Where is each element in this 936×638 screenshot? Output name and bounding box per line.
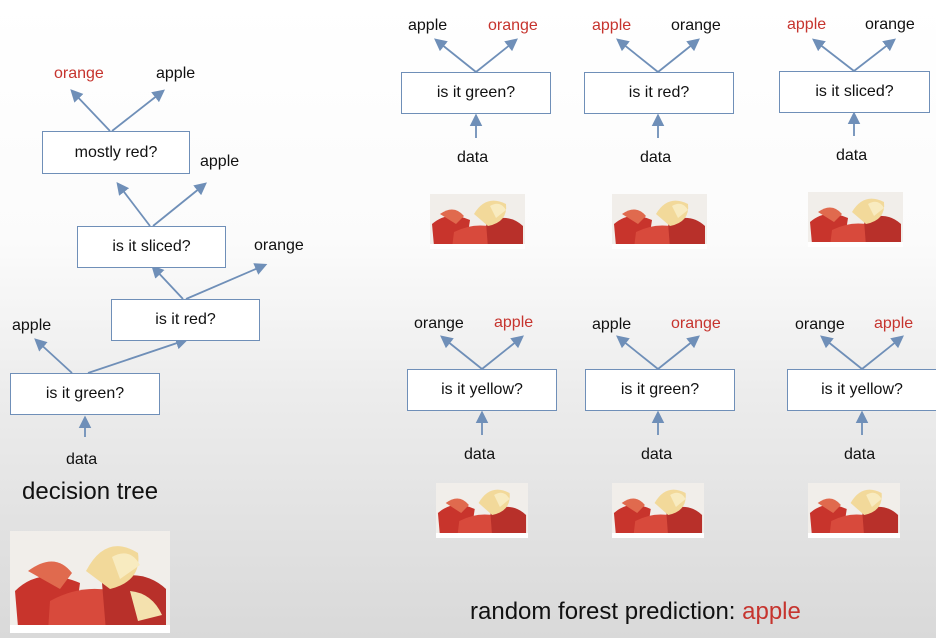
arrow-dt-sliced-apple	[152, 182, 207, 227]
arrow-t4-right	[481, 335, 524, 370]
arrow-dt-green-apple	[34, 338, 73, 374]
t3-right-leaf: orange	[865, 16, 915, 33]
t5-left-leaf: apple	[592, 316, 632, 333]
leaf-green-apple: apple	[12, 317, 52, 334]
t5-right-leaf: orange	[671, 315, 721, 332]
apple-thumb-6	[808, 483, 900, 538]
arrow-dt-sliced-mostly	[116, 181, 151, 227]
arrow-t6-left	[820, 335, 863, 370]
t6-input: data	[844, 446, 876, 463]
t6-left-leaf: orange	[795, 316, 845, 333]
arrow-t1-left	[434, 38, 477, 73]
arrow-t5-right	[657, 335, 700, 370]
t4-question: is it yellow?	[407, 369, 557, 411]
prediction-label: random forest prediction:	[470, 598, 736, 625]
leaf-sliced-apple: apple	[200, 153, 240, 170]
apple-thumb-5	[612, 483, 704, 538]
node-is-it-red: is it red?	[111, 299, 260, 341]
arrow-t3-right	[853, 38, 896, 72]
arrow-dt-mostly-apple	[111, 89, 165, 132]
arrow-dt-red-orange	[185, 263, 268, 300]
arrow-t6-right	[861, 335, 904, 370]
apple-thumb-4	[436, 483, 528, 538]
prediction-value: apple	[742, 598, 801, 625]
t2-right-leaf: orange	[671, 17, 721, 34]
t1-question: is it green?	[401, 72, 551, 114]
t3-input: data	[836, 147, 868, 164]
leaf-mostly-red-apple: apple	[156, 65, 196, 82]
apple-thumb-2	[612, 194, 707, 249]
node-mostly-red: mostly red?	[42, 131, 190, 174]
t2-question: is it red?	[584, 72, 734, 114]
random-forest-prediction: random forest prediction: apple	[470, 600, 801, 624]
decision-tree-title: decision tree	[22, 478, 159, 505]
t4-input: data	[464, 446, 496, 463]
apple-slices-photo	[10, 531, 170, 633]
t2-left-leaf: apple	[592, 17, 632, 34]
arrow-t3-left	[812, 38, 855, 72]
arrow-t4-left	[440, 335, 483, 370]
decision-tree-input: data	[66, 451, 98, 468]
arrow-t2-left	[616, 38, 659, 73]
t4-right-leaf: apple	[494, 314, 534, 331]
arrow-dt-red-sliced	[151, 265, 184, 300]
leaf-mostly-red-orange: orange	[54, 65, 104, 82]
t1-left-leaf: apple	[408, 17, 448, 34]
t6-right-leaf: apple	[874, 315, 914, 332]
t5-input: data	[641, 446, 673, 463]
t4-left-leaf: orange	[414, 315, 464, 332]
arrow-t5-left	[616, 335, 659, 370]
arrow-t2-right	[657, 38, 700, 73]
arrow-dt-mostly-orange	[70, 89, 111, 132]
t3-question: is it sliced?	[779, 71, 930, 113]
node-is-it-green: is it green?	[10, 373, 160, 415]
leaf-red-orange: orange	[254, 237, 304, 254]
t1-right-leaf: orange	[488, 17, 538, 34]
arrow-t1-right	[475, 38, 518, 73]
t2-input: data	[640, 149, 672, 166]
t1-input: data	[457, 149, 489, 166]
node-is-it-sliced: is it sliced?	[77, 226, 226, 268]
t6-question: is it yellow?	[787, 369, 936, 411]
apple-thumb-1	[430, 194, 525, 249]
t5-question: is it green?	[585, 369, 735, 411]
arrow-dt-green-red	[87, 337, 189, 374]
t3-left-leaf: apple	[787, 16, 827, 33]
apple-thumb-3	[808, 192, 903, 247]
